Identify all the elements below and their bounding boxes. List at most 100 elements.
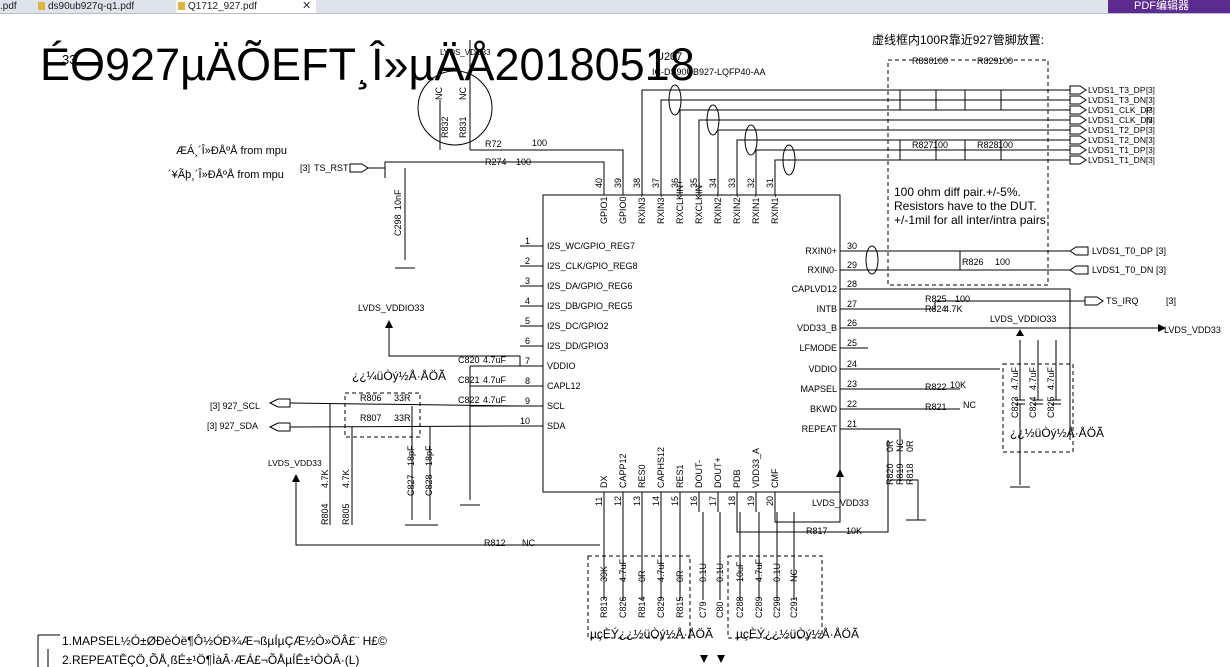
vdd33-a-trace <box>774 475 841 523</box>
net-ref: [3] <box>1156 246 1166 256</box>
resistor-ref: R813 <box>599 596 609 618</box>
term-dashed-box <box>887 59 1049 286</box>
lvds-net-ref: [3] <box>1146 96 1155 105</box>
resistor-ref: R807 <box>360 413 382 423</box>
diff-pair-marker <box>782 144 796 176</box>
resistor-ref: R824 <box>925 304 947 314</box>
nc-label: NC <box>458 87 468 100</box>
dashed-boxes <box>344 59 1074 639</box>
lvds-net-ref: [3] <box>1146 146 1155 155</box>
cap-ref: C824 <box>1028 396 1038 418</box>
resistor-ref: R827 <box>912 140 934 150</box>
resistor-value: 100 <box>532 138 547 148</box>
note-diff-3: +/-1mil for all inter/intra pairs <box>894 213 1046 227</box>
cap-value: 18pF <box>424 445 434 466</box>
resistor-value: 100 <box>933 56 948 66</box>
cap-ref: C820 <box>458 355 480 365</box>
pin-name: GPIO1 <box>599 196 609 224</box>
pin-number: 15 <box>670 496 680 506</box>
note-diff-1: 100 ohm diff pair.+/-5%. <box>894 185 1021 199</box>
cap-ref: C823 <box>1010 396 1020 418</box>
cap-ref: C826 <box>618 596 628 618</box>
net-port-icon <box>349 163 369 173</box>
intb-trace <box>868 300 1085 310</box>
resistor-value: 10K <box>846 526 862 536</box>
schematic-canvas: Éϴ927µÄÕEFT¸Î»µÄÅ20180518 33 U207 IC-DS9… <box>37 32 1221 667</box>
pin-name: I2S_WC/GPIO_REG7 <box>547 241 635 251</box>
resistor-ref: R804 <box>320 503 330 525</box>
resistor-ref: R819 <box>895 463 905 485</box>
cap-ref: C289 <box>754 596 764 618</box>
cap-value: 0.1U <box>698 563 708 582</box>
pdf-file-icon <box>38 2 45 10</box>
resistor-ref: R274 <box>485 157 507 167</box>
pin-number: 14 <box>651 496 661 506</box>
cap-value: 4.7uF <box>483 355 507 365</box>
resistor-value: 0R <box>885 440 895 452</box>
pin-name: RXIN2- <box>732 194 742 224</box>
lvds-net-ref: [3] <box>1146 136 1155 145</box>
pin-name: REPEAT <box>802 424 838 434</box>
pin-name: I2S_DA/GPIO_REG6 <box>547 281 633 291</box>
pin-name: I2S_DB/GPIO_REG5 <box>547 301 633 311</box>
pin-name: VDD33_B <box>797 323 837 333</box>
pin-name: SDA <box>547 421 566 431</box>
net-port-icon <box>1069 265 1089 275</box>
pin-name: RES0 <box>637 464 647 488</box>
resistor-value: 100 <box>995 257 1010 267</box>
net-port-icon <box>1069 95 1087 105</box>
tab-label: .pdf <box>0 1 17 12</box>
from-mpu-2: ´¥Ãþ¸´Î»ÐÅºÅ from mpu <box>168 168 284 181</box>
pdf-file-icon <box>178 2 185 10</box>
resistor-value: 100 <box>955 294 970 304</box>
from-mpu-1: ÆÁ¸´Î»ÐÅºÅ from mpu <box>176 144 287 157</box>
pin-number: 1 <box>525 236 530 246</box>
net-port-icon <box>1069 125 1087 135</box>
pin-number: 36 <box>670 178 680 188</box>
lvds-net-ref: [3] <box>1146 126 1155 135</box>
note-2: 2.REPEATÊÇÖ¸ÕÅ¸ßÉ±¹Ö¶ÌàÂ·ÆÁ£¬ÕÅµÍÊ±¹ÒÒÂ·… <box>62 652 359 667</box>
pin-name: LFMODE <box>799 343 837 353</box>
components <box>268 70 1166 663</box>
dout-arrow-icon <box>717 655 725 663</box>
sda-label: [3] 927_SDA <box>207 421 258 431</box>
pin-number: 35 <box>689 178 699 188</box>
lvds-net-label: LVDS1_T1_DN <box>1088 155 1146 165</box>
tab-q1712-927[interactable]: Q1712_927.pdf <box>176 0 316 13</box>
nc-label: NC <box>434 87 444 100</box>
net-ref: [3] <box>1156 265 1166 275</box>
cap-ref: C291 <box>789 596 799 618</box>
cap-value: 4.7uF <box>1028 366 1038 390</box>
bottom-dashed-box-2 <box>727 555 823 639</box>
pin-number: 32 <box>746 178 756 188</box>
pin-number: 9 <box>525 396 530 406</box>
pdf-editor-button[interactable]: PDF编辑器 <box>1108 0 1230 13</box>
cap-value: 4.7uF <box>1010 366 1020 390</box>
pin-number: 5 <box>525 316 530 326</box>
pin-name: DX <box>599 475 609 488</box>
cap-value: 10nF <box>393 189 403 210</box>
i2c-dashed-box <box>344 392 421 438</box>
sda-trace <box>289 425 521 428</box>
pin-number: 26 <box>847 318 857 328</box>
pin-number: 29 <box>847 260 857 270</box>
pin-name: I2S_DD/GPIO3 <box>547 341 609 351</box>
resistor-value: NC <box>522 538 535 548</box>
cap-ref: C821 <box>458 375 480 385</box>
tab-ds90ub927q-q1[interactable]: ds90ub927q-q1.pdf <box>36 0 176 13</box>
net-port-icon <box>268 398 291 408</box>
net-port-icon <box>268 422 291 432</box>
bottom-dashed-box-1 <box>587 555 691 639</box>
diff-pair-marker <box>744 124 758 156</box>
pin-number: 30 <box>847 241 857 251</box>
tab-pdf-partial[interactable]: .pdf <box>0 0 30 13</box>
cap-ref: C290 <box>772 596 782 618</box>
pin-name: RXIN0+ <box>805 246 837 256</box>
resistor-value: 33R <box>394 413 411 423</box>
lvds-net-label: LVDS1_T2_DP <box>1088 125 1146 135</box>
resistor-ref: R825 <box>925 294 947 304</box>
pdf-editor-label: PDF编辑器 <box>1134 0 1189 12</box>
lvds-net-ref: [3] <box>1146 86 1155 95</box>
resistor-ref: R826 <box>962 257 984 267</box>
close-tab-icon[interactable]: ✕ <box>302 0 312 12</box>
